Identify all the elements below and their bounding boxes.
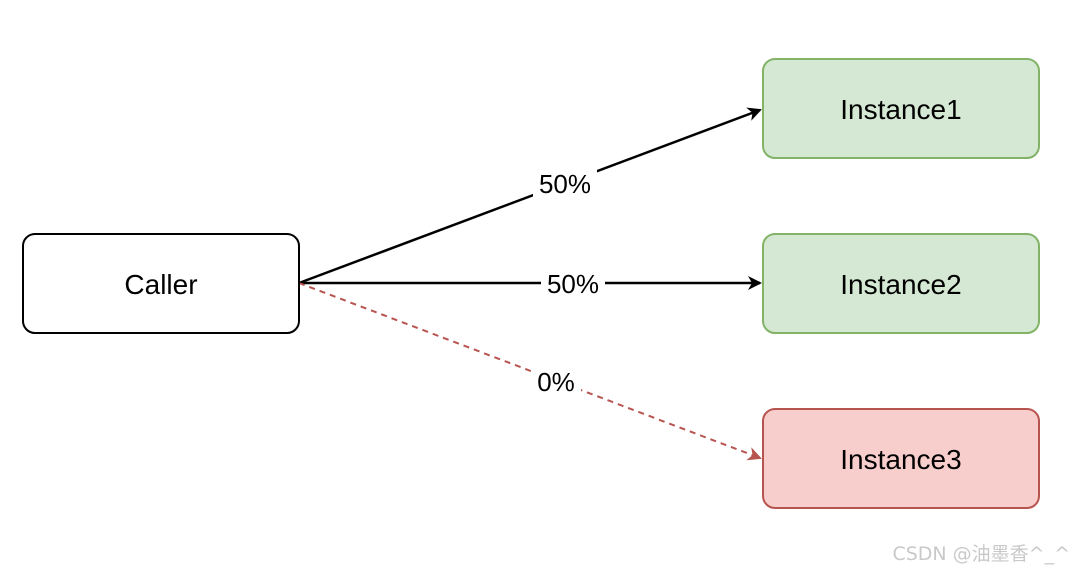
edge-label-instance1: 50% (539, 169, 591, 199)
node-caller-label: Caller (124, 269, 197, 300)
node-instance1-box (762, 58, 1040, 159)
edge-label-instance2: 50% (547, 269, 599, 299)
node-instance2-label: Instance2 (840, 269, 961, 300)
node-instance3-box (762, 408, 1040, 509)
node-instance2-box (762, 233, 1040, 334)
node-instance3: Instance3 (762, 408, 1040, 509)
edge-label-bg-instance3 (531, 368, 581, 396)
node-instance1: Instance1 (762, 58, 1040, 159)
node-caller: Caller (22, 233, 300, 334)
watermark: CSDN @油墨香^_^ (892, 543, 1070, 565)
node-caller-box (22, 233, 300, 334)
node-instance2: Instance2 (762, 233, 1040, 334)
edge-caller-instance3 (298, 282, 762, 461)
edge-label-bg-instance1 (533, 170, 597, 198)
node-instance1-label: Instance1 (840, 94, 961, 125)
edge-label-instance3: 0% (537, 367, 575, 397)
node-instance3-label: Instance3 (840, 444, 961, 475)
edge-caller-instance1 (298, 107, 762, 285)
edge-label-bg-instance2 (541, 270, 605, 298)
